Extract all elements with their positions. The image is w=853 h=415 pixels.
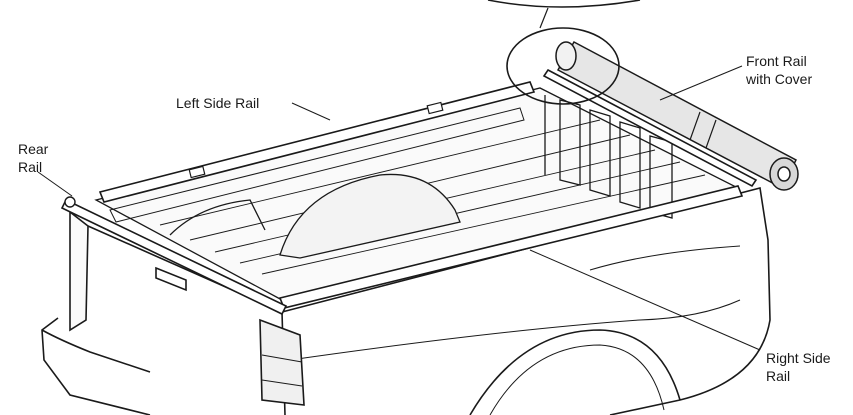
tailgate-handle: [155, 266, 187, 292]
label-front-rail-line2: with Cover: [745, 71, 812, 87]
leader-left-side-rail: [291, 102, 331, 121]
leader-front-rail: [659, 65, 743, 101]
detail-callout-connector: [539, 7, 549, 29]
label-rear-rail-line1: Rear: [18, 141, 49, 157]
leader-right-side-rail: [529, 249, 761, 351]
label-right-side-rail-line2: Rail: [766, 368, 790, 384]
front-rail: [542, 68, 758, 188]
rolled-cover: [555, 40, 799, 191]
taillight: [259, 318, 305, 406]
label-rear-rail-line2: Rail: [18, 159, 42, 175]
leader-rear-rail: [37, 171, 73, 197]
label-right-side-rail-line1: Right Side: [766, 350, 831, 366]
leader-lines: [37, 65, 761, 351]
wheel-arch: [469, 329, 681, 415]
left-side-rail: [98, 81, 536, 203]
rails: [60, 68, 758, 316]
rear-bumper: [41, 317, 151, 415]
label-left-side-rail: Left Side Rail: [176, 95, 259, 111]
detail-callout-edge: [487, 0, 641, 8]
tailgate: [69, 210, 89, 332]
label-front-rail-line1: Front Rail: [746, 53, 807, 69]
detail-circle: [506, 27, 620, 105]
side-panel: [281, 187, 771, 415]
rear-rail: [60, 198, 288, 316]
wheel-well: [279, 173, 461, 259]
